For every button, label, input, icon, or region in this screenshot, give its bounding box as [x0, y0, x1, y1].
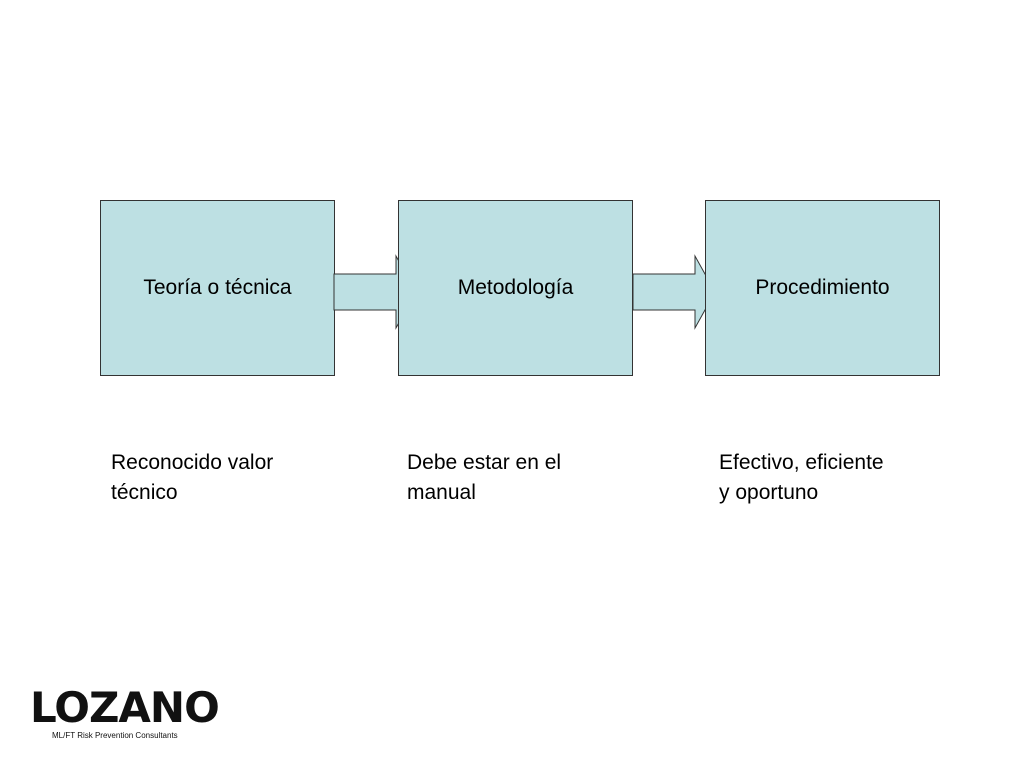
logo-tagline: ML/FT Risk Prevention Consultants: [52, 731, 178, 740]
note-theory-line1: Reconocido valor: [111, 451, 274, 474]
step-box-procedure: Procedimiento: [705, 200, 940, 376]
step-label-methodology: Metodología: [457, 276, 574, 299]
arrow-right-icon: [632, 254, 716, 330]
step-label-theory: Teoría o técnica: [143, 276, 292, 299]
note-theory-line2: técnico: [111, 481, 178, 504]
note-methodology-line2: manual: [407, 481, 476, 504]
note-procedure-line2: y oportuno: [719, 481, 819, 504]
step-box-theory: Teoría o técnica: [100, 200, 335, 376]
note-procedure-line1: Efectivo, eficiente: [719, 451, 884, 474]
step-label-procedure: Procedimiento: [755, 276, 890, 299]
logo-wordmark: LOZANO: [30, 683, 220, 732]
step-box-methodology: Metodología: [398, 200, 633, 376]
lozano-logo: LOZANO ML/FT Risk Prevention Consultants: [30, 685, 230, 745]
logo-word: LOZANO: [30, 683, 220, 732]
note-methodology-line1: Debe estar en el: [407, 451, 562, 474]
note-procedure: Efectivo, eficiente y oportuno: [719, 448, 934, 508]
note-theory: Reconocido valor técnico: [111, 448, 331, 508]
note-methodology: Debe estar en el manual: [407, 448, 627, 508]
